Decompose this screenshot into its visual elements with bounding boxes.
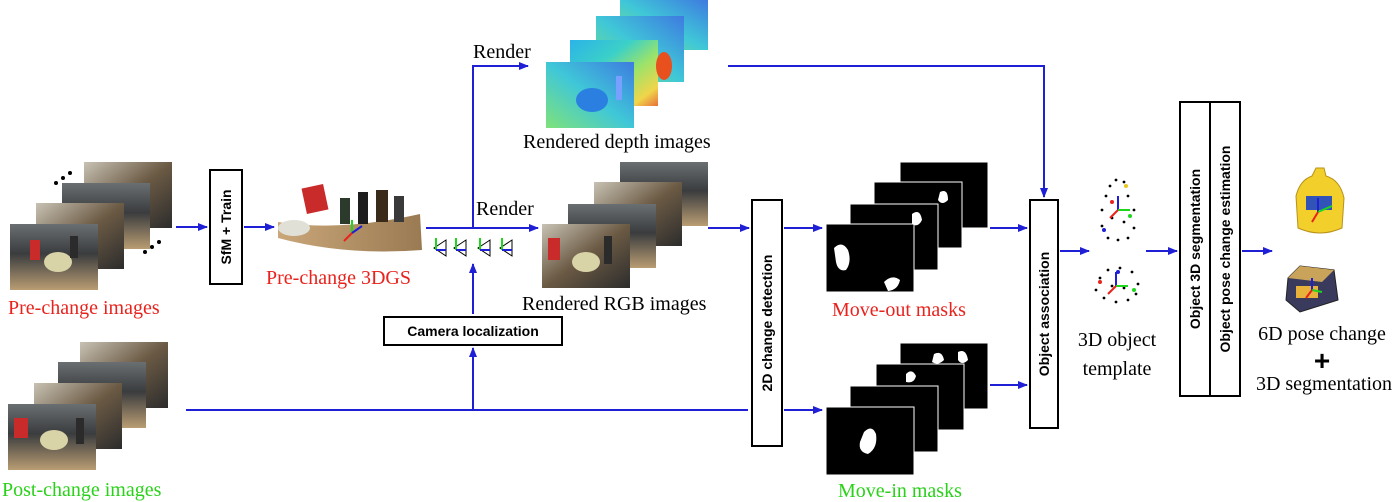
object-pose-change-label: Object pose change estimation [1217, 146, 1233, 353]
object-template-label-line2: template [1083, 358, 1152, 380]
camera-localization-box [383, 316, 563, 346]
mustard-bottle-object [1295, 167, 1345, 234]
object-pose-change-box [1209, 101, 1241, 397]
object-template-points [1094, 178, 1140, 304]
move-in-mask-stack [825, 342, 989, 476]
move-in-masks-label: Move-in masks [838, 480, 962, 502]
render-label-top: Render [473, 41, 531, 63]
pre-change-images-label: Pre-change images [8, 297, 160, 319]
output-label-segmentation: 3D segmentation [1256, 373, 1392, 395]
render-label-mid: Render [476, 198, 534, 220]
rendered-depth-image-stack [546, 0, 708, 128]
move-out-masks-label: Move-out masks [832, 299, 966, 321]
object-template-label-line1: 3D object [1078, 329, 1157, 351]
rendered-rgb-images-label: Rendered RGB images [522, 293, 707, 315]
object-3d-segmentation-box [1179, 101, 1211, 397]
object-3d-segmentation-label: Object 3D segmentation [1187, 169, 1203, 329]
flow-arrows [176, 62, 1273, 414]
change-detection-label: 2D change detection [759, 255, 775, 392]
post-change-images-label: Post-change images [2, 479, 162, 501]
post-change-image-stack [8, 342, 168, 470]
move-out-mask-stack [825, 161, 989, 293]
object-association-label: Object association [1036, 252, 1052, 376]
rendered-depth-images-label: Rendered depth images [523, 131, 711, 153]
output-label-pose: 6D pose change [1258, 323, 1386, 345]
camera-frustums [433, 238, 513, 257]
pre-change-3dgs-label: Pre-change 3DGS [266, 267, 411, 289]
change-detection-box [751, 199, 783, 447]
sfm-train-box [209, 169, 243, 285]
object-association-box [1029, 199, 1059, 429]
spam-can-object [1285, 265, 1339, 313]
output-label-plus: + [1314, 345, 1330, 376]
sfm-train-label: SfM + Train [218, 189, 234, 264]
pre-change-3dgs-render [278, 183, 422, 252]
camera-localization-label: Camera localization [407, 323, 539, 339]
rendered-rgb-image-stack [542, 162, 708, 288]
pre-change-image-stack [10, 162, 172, 290]
